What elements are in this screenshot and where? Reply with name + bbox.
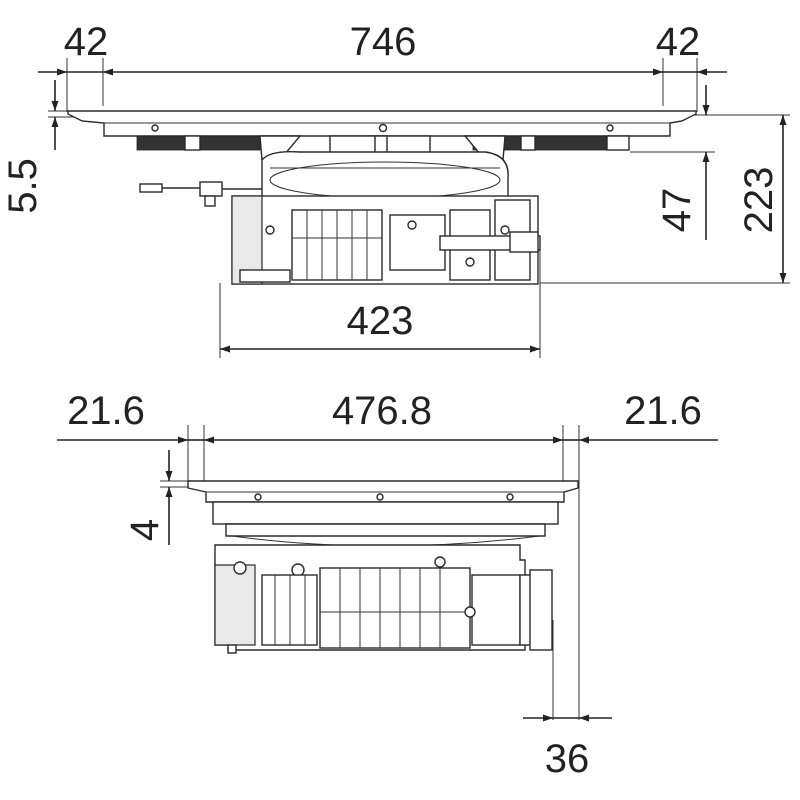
- dim-glass-thickness-label: 5.5: [1, 158, 45, 214]
- coil-left: [136, 135, 261, 151]
- side-tray: [212, 501, 559, 547]
- dim-rear-offset-label: 36: [545, 737, 590, 781]
- side-glass-plate: [187, 480, 579, 503]
- dim-side-overhang-left-label: 21.6: [67, 389, 145, 433]
- dim-below-worktop: 47: [655, 85, 710, 240]
- dim-side-overhang-right: 21.6: [563, 389, 718, 444]
- dim-overhang-left: 42: [38, 20, 109, 76]
- dim-below-worktop-label: 47: [655, 188, 699, 233]
- dim-overhang-left-label: 42: [64, 20, 109, 64]
- dim-depth-overall-label: 476.8: [332, 389, 432, 433]
- side-electronics-body: [214, 544, 553, 654]
- side-view: 476.8 21.6 21.6 4 36: [57, 389, 718, 781]
- electronics-body: [231, 195, 541, 285]
- dim-cutout-width-label: 423: [347, 299, 414, 343]
- dim-side-glass-thickness-label: 4: [123, 519, 167, 541]
- glass-plate: [67, 110, 697, 137]
- dim-rear-offset: 36: [523, 714, 612, 781]
- dim-width-overall-label: 746: [350, 20, 417, 64]
- power-cable: [139, 181, 262, 207]
- dim-total-height-label: 223: [737, 167, 781, 234]
- dim-side-overhang-left: 21.6: [57, 389, 204, 444]
- dim-width-overall: 746: [103, 20, 663, 76]
- dim-overhang-right: 42: [656, 20, 727, 76]
- dim-cutout-width: 423: [220, 299, 540, 353]
- fan-housing: [261, 150, 509, 206]
- front-view: 746 42 42 5.5 47 223: [1, 20, 790, 358]
- dim-side-overhang-right-label: 21.6: [624, 389, 702, 433]
- dim-overhang-right-label: 42: [656, 20, 701, 64]
- dim-glass-thickness: 5.5: [1, 80, 100, 214]
- dim-side-glass-thickness: 4: [123, 450, 210, 545]
- dim-total-height: 223: [737, 115, 787, 283]
- dim-depth-overall: 476.8: [204, 389, 563, 444]
